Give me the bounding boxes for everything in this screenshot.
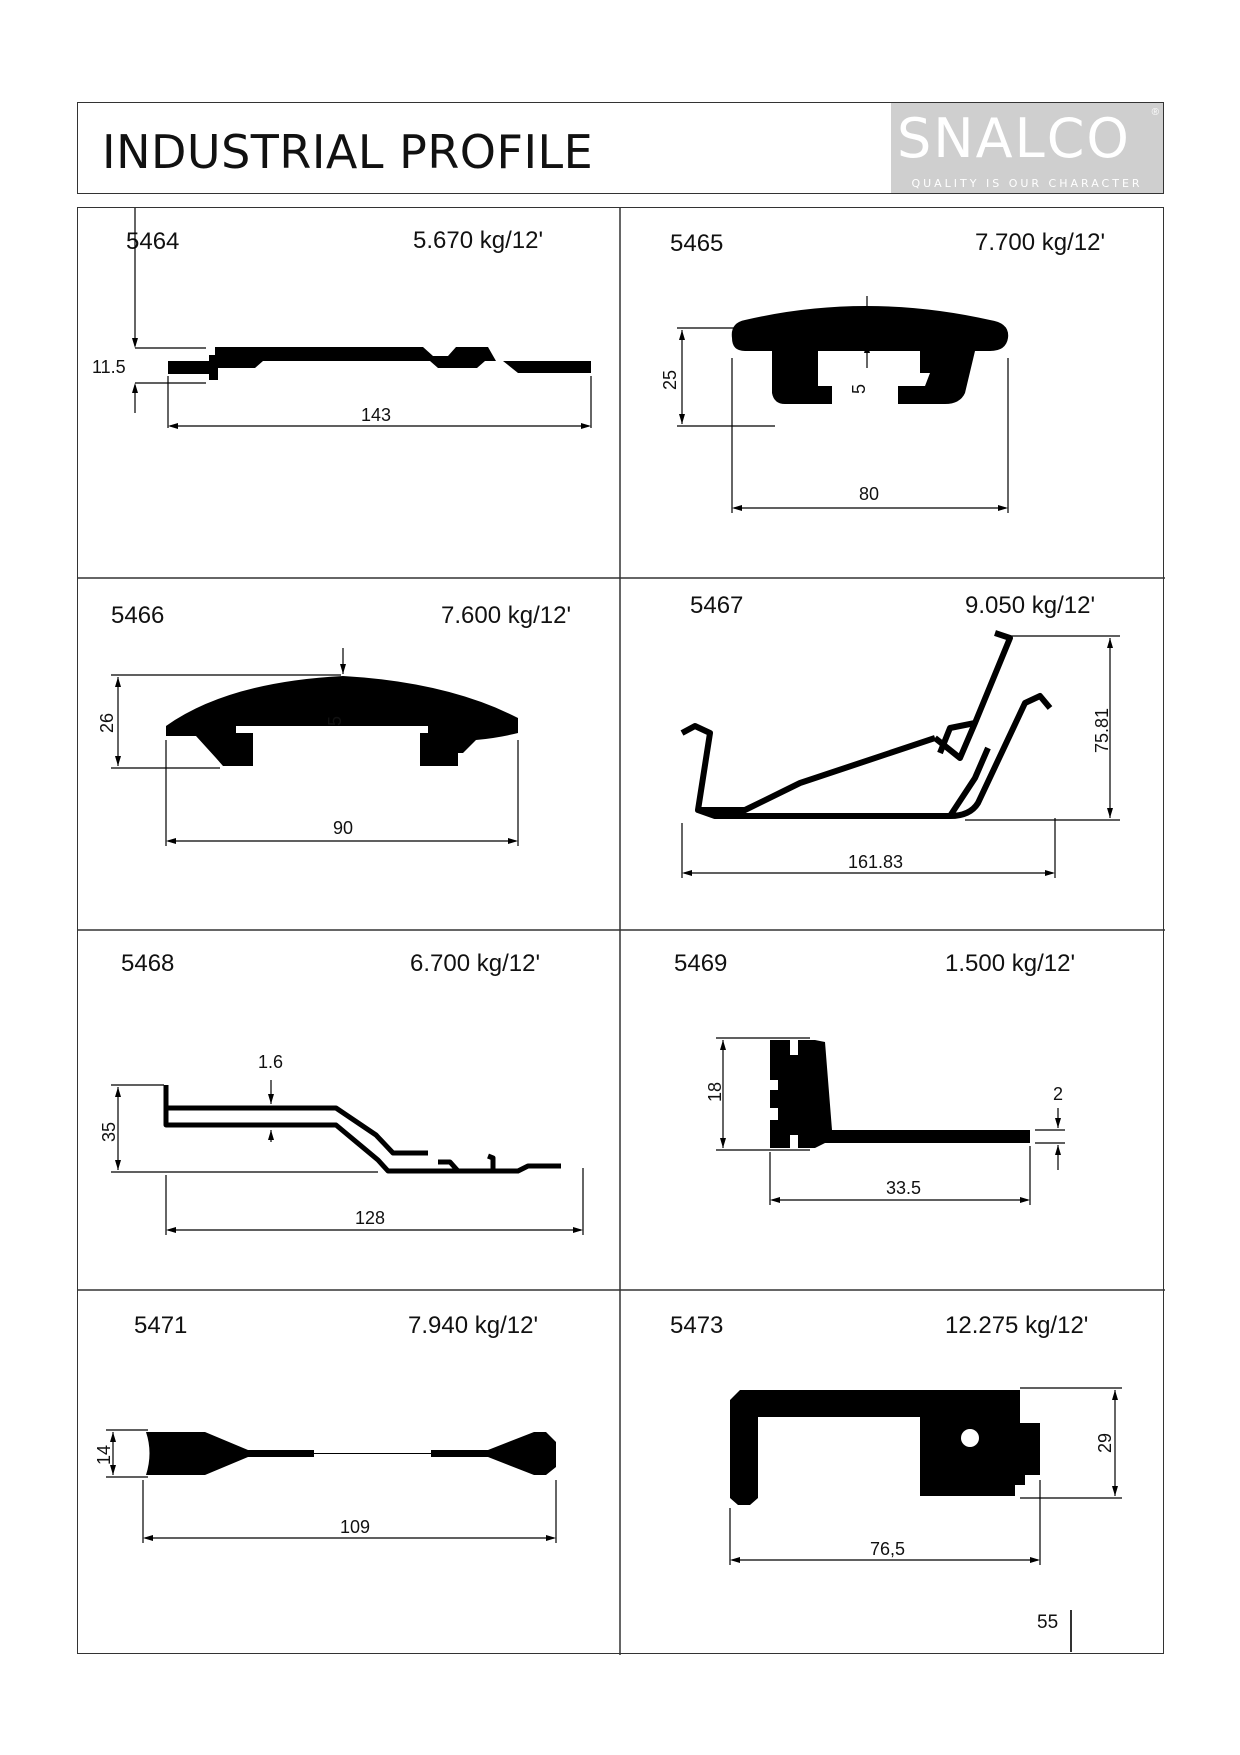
profile-weight: 7.700 kg/12' [975,229,1106,256]
dim-height: 26 [97,713,117,733]
dim-width: 80 [859,484,879,504]
page-number-divider [1070,1610,1072,1652]
logo-registered-mark: ® [1151,107,1159,118]
profile-code: 5466 [111,602,165,629]
dim-height: 14 [94,1445,114,1465]
dim-thickness: 2 [1053,1084,1063,1104]
dim-height: 29 [1095,1433,1115,1453]
profile-weight: 9.050 kg/12' [965,592,1096,619]
dim-width: 161.83 [848,852,903,872]
dim-height: 11.5 [92,357,126,377]
dim-height: 35 [99,1122,119,1142]
profile-drawing-5471: 14 109 [94,1429,557,1543]
dim-thickness: 5 [325,716,345,726]
profile-drawing-5467: 75.81 161.83 [680,630,1120,878]
profile-card-5467: 5467 9.050 kg/12' 75.81 [620,578,1165,930]
dim-width: 33.5 [886,1178,921,1198]
profile-code: 5468 [121,950,175,977]
profile-code: 5471 [134,1312,188,1339]
dim-thickness: 1.6 [258,1052,283,1072]
profile-code: 5469 [674,950,728,977]
dim-width: 90 [333,818,353,838]
dim-height: 18 [705,1082,725,1102]
profile-weight: 7.600 kg/12' [441,602,572,629]
profile-drawing-5464: 11.5 143 [92,208,592,429]
profile-card-5464: 5464 5.670 kg/12' 11.5 143 [78,208,620,578]
profile-drawing-5469: 18 2 33.5 [705,1037,1065,1205]
profile-weight: 5.670 kg/12' [413,227,544,254]
profile-weight: 1.500 kg/12' [945,950,1076,977]
dim-height: 75.81 [1092,708,1112,753]
dim-width: 128 [355,1208,385,1228]
profile-weight: 7.940 kg/12' [408,1312,539,1339]
logo-tagline: QUALITY IS OUR CHARACTER [911,177,1143,190]
brand-logo: SNALCO ® QUALITY IS OUR CHARACTER [891,103,1163,193]
profile-card-5466: 5466 7.600 kg/12' 26 5 90 [78,578,620,930]
profile-card-5465: 5465 7.700 kg/12' 25 5 80 [620,208,1165,578]
page-header: INDUSTRIAL PROFILE SNALCO ® QUALITY IS O… [77,102,1164,194]
page-title: INDUSTRIAL PROFILE [102,125,594,179]
dim-thickness: 5 [849,384,869,394]
dim-width: 143 [361,405,391,425]
profile-code: 5467 [690,592,744,619]
profile-drawing-5468: 35 1.6 128 [99,1052,584,1235]
dim-width: 109 [340,1517,370,1537]
profile-drawing-5465: 25 5 80 [660,296,1009,513]
logo-brand: SNALCO [897,107,1131,170]
profile-card-5468: 5468 6.700 kg/12' [78,930,620,1290]
profile-card-5473: 5473 12.275 kg/12' 29 76,5 [620,1290,1165,1655]
profile-grid: 5464 5.670 kg/12' 11.5 143 5465 7.700 kg… [77,207,1165,1655]
profile-code: 5473 [670,1312,724,1339]
grid-lines [78,208,1165,1655]
profile-weight: 12.275 kg/12' [945,1312,1089,1339]
profile-weight: 6.700 kg/12' [410,950,541,977]
dim-height: 25 [660,370,680,390]
page-number: 55 [1037,1612,1059,1633]
profile-card-5469: 5469 1.500 kg/12' 18 2 [620,930,1165,1290]
profile-card-5471: 5471 7.940 kg/12' 14 109 [78,1290,620,1655]
profile-code: 5465 [670,230,724,257]
profile-drawing-5473: 29 76,5 [729,1387,1122,1565]
profile-drawing-5466: 26 5 90 [97,648,519,846]
dim-width: 76,5 [870,1539,905,1559]
